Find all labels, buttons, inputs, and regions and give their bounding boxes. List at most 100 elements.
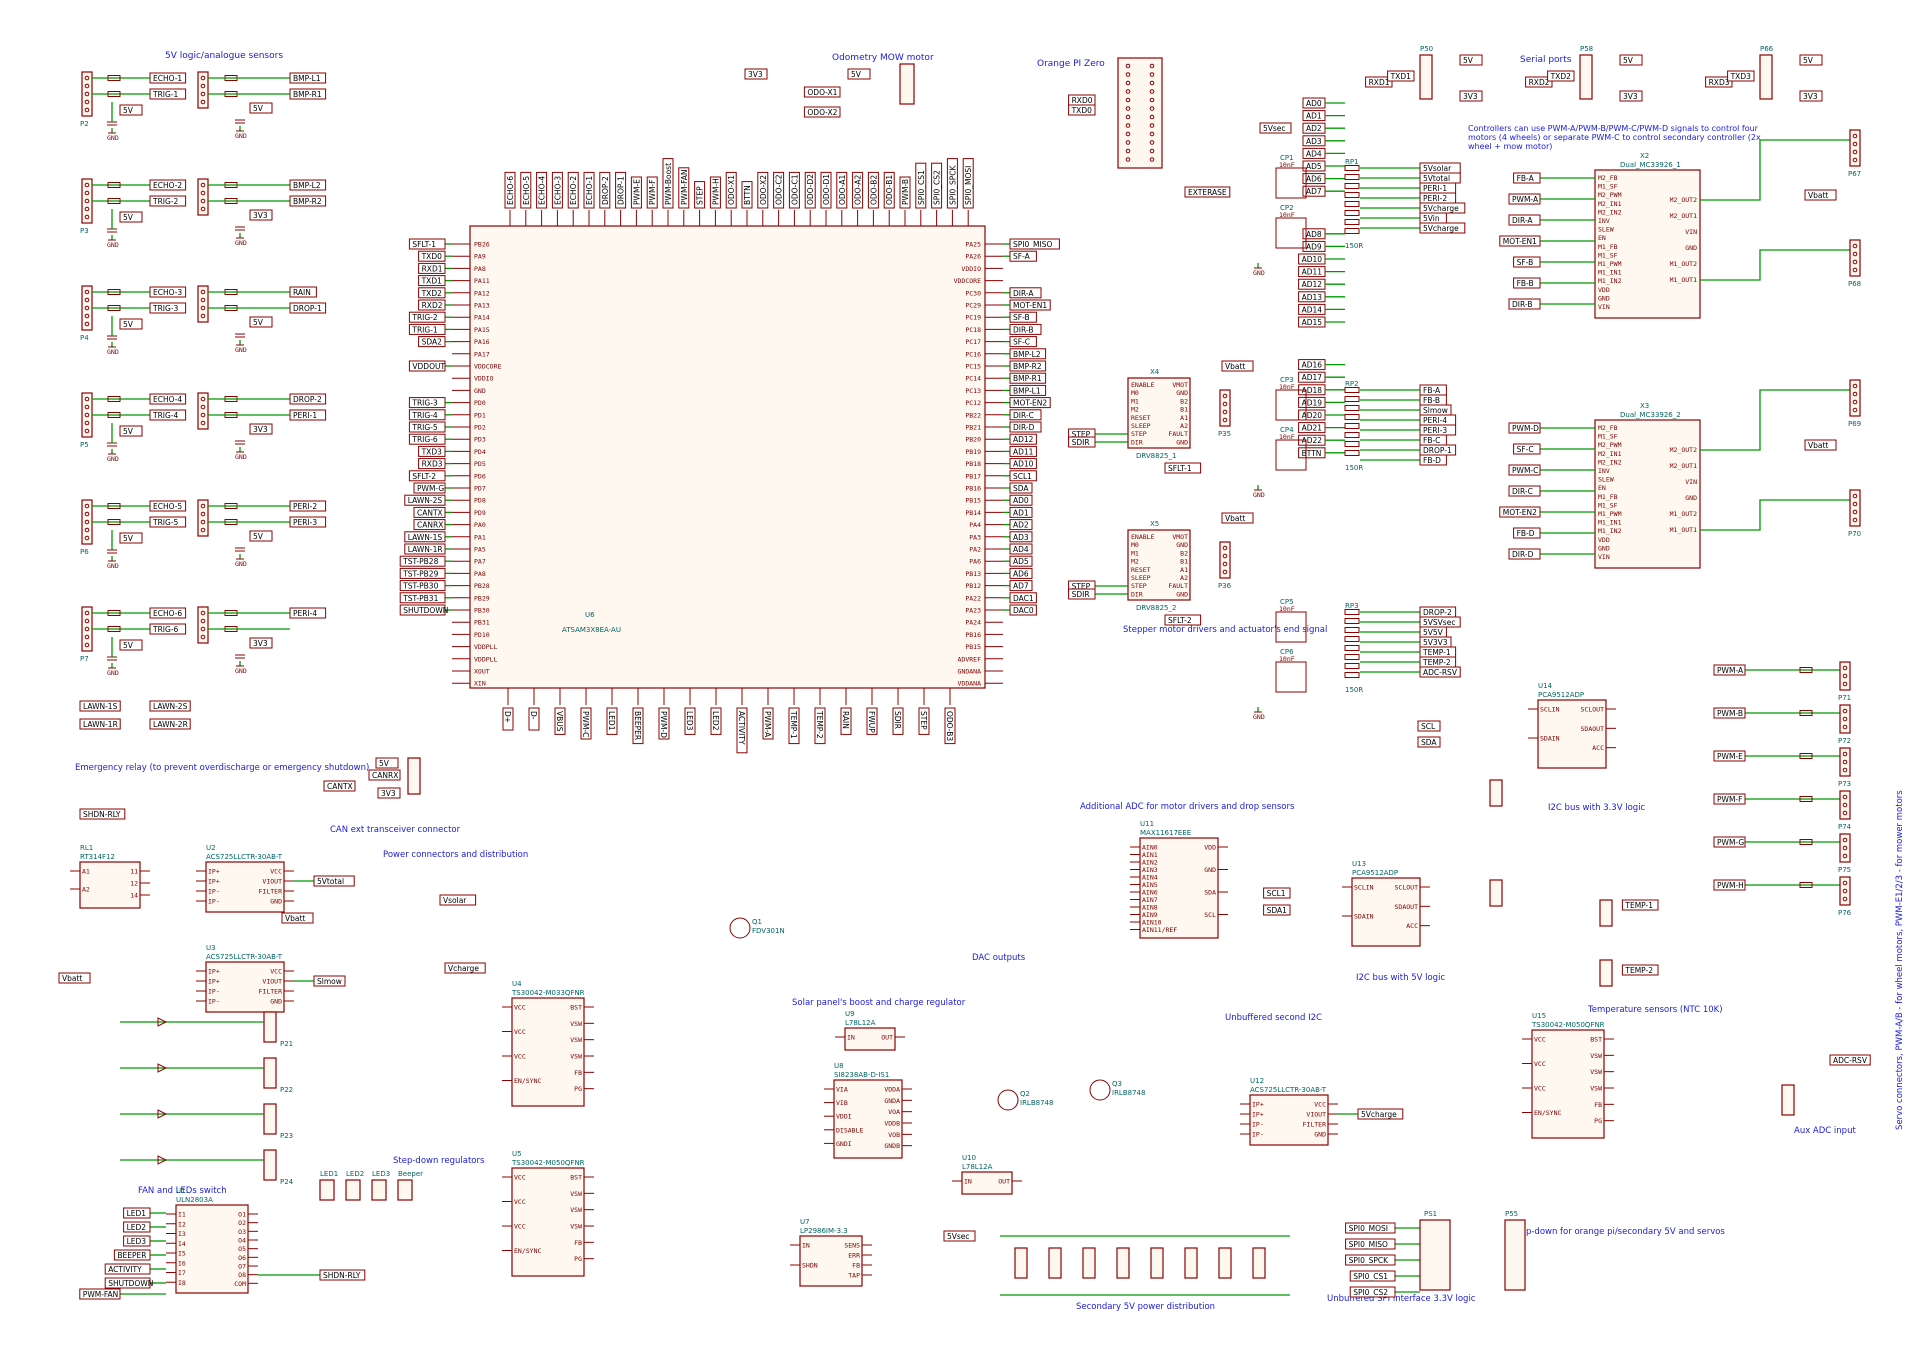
net-label-box <box>249 637 273 649</box>
ic-ref: U4 <box>512 980 522 988</box>
connector-pin <box>84 75 90 81</box>
net-label-box <box>736 707 748 754</box>
transistor-ref: Q2 <box>1020 1090 1030 1098</box>
ic-pin-name: VDDB <box>884 1120 900 1128</box>
net-label-text: AD2 <box>1306 124 1322 133</box>
net-label-text: AD10 <box>1302 255 1323 264</box>
net-label-text: ECHO-1 <box>153 74 182 83</box>
net-label-text: ACTIVITY <box>108 1265 142 1274</box>
serial-net: TXD3 <box>1727 70 1755 82</box>
net-label-text: SPI0_MOSI <box>1349 1224 1388 1233</box>
ic-pin-name: VCC <box>514 1028 526 1036</box>
transistor-value: FDV301N <box>752 927 785 935</box>
net-label-text: SPI0_CS1 <box>917 170 926 205</box>
net-label-text: 5V <box>1463 56 1474 65</box>
ic-value: L78L12A <box>962 1163 993 1171</box>
net-label-box <box>249 423 273 435</box>
motor-driver-ref: X2 <box>1640 152 1649 160</box>
mcu-bottom-net: LED1 <box>606 707 618 735</box>
net-label-text: 5Vcharge <box>1423 224 1459 233</box>
net-label-box <box>1009 470 1037 482</box>
motor-driver-out: M2_OUT1 <box>1670 462 1697 470</box>
net-label-box <box>820 171 832 209</box>
motor-driver-pin: M1_IN1 <box>1598 519 1622 527</box>
net-label-box <box>606 707 618 735</box>
led-connector <box>345 1179 361 1201</box>
net-label-text: 5V3V3 <box>1423 638 1448 647</box>
gnd-label: GND <box>235 560 247 568</box>
mcu-right-pin: PA23 <box>965 607 981 615</box>
power-net: 5V <box>1619 54 1643 66</box>
net-label-text: DIR-B <box>1512 300 1532 309</box>
net-label-text: PWM-B <box>1717 709 1743 718</box>
header-pin <box>1149 97 1155 103</box>
serial-ref: P66 <box>1760 45 1774 53</box>
net-label-text: ECHO-3 <box>153 288 182 297</box>
mcu-right-net: SF-B <box>1009 311 1037 323</box>
mcu-right-pin: PB16 <box>965 631 981 639</box>
connector-body <box>197 499 209 537</box>
net-label-text: TRIG-6 <box>152 625 179 634</box>
net-label-text: 5V <box>253 532 264 541</box>
net-label-text: AD13 <box>1302 293 1323 302</box>
net-label-box <box>883 171 895 209</box>
net-label-text: AD10 <box>1013 460 1034 469</box>
net-label-box <box>149 718 191 730</box>
net-label-box <box>1508 548 1541 560</box>
ic-pin-name: VSW <box>570 1223 582 1231</box>
net-label-box <box>249 530 273 542</box>
net-label-text: AD2 <box>1013 521 1029 530</box>
header-pin <box>1125 89 1131 94</box>
mcu-right-pin: PB21 <box>965 424 981 432</box>
net-label-text: SCL <box>1421 722 1436 731</box>
net-label-text: SDA1 <box>1267 906 1288 915</box>
net-label-box <box>866 707 878 735</box>
net-label-box <box>630 176 642 209</box>
ic-pin-name: 11 <box>130 868 138 876</box>
net-label-text: BMP-L1 <box>293 74 321 83</box>
ic-pin-name: IP+ <box>1252 1101 1264 1109</box>
connector-pin <box>200 289 206 295</box>
mcu-left-pin: PD4 <box>474 448 486 456</box>
net-label-box <box>289 286 317 298</box>
mcu-left-net: TRIG-6 <box>408 433 446 445</box>
ic-body <box>1531 1029 1605 1139</box>
ic-pin-name: IP- <box>208 898 220 906</box>
serial-net: TXD2 <box>1547 70 1575 82</box>
mcu-right-net: AD5 <box>1009 555 1033 567</box>
motor-driver-out: GND <box>1685 244 1697 252</box>
net-label-text: 5V5V <box>1423 628 1444 637</box>
led-connector <box>397 1179 413 1201</box>
connector-pin <box>1852 383 1858 389</box>
net-label-text: AD15 <box>1302 318 1323 327</box>
mcu-left-pin: VDDIO <box>474 375 494 383</box>
net-label-text: AD0 <box>1013 496 1029 505</box>
net-label-text: TRIG-2 <box>152 197 179 206</box>
net-label-text: ODO-X2 <box>759 175 768 205</box>
net-label-box <box>408 397 446 409</box>
mcu-left-pin: PD1 <box>474 411 486 419</box>
net-label: RXD0 <box>1068 94 1096 106</box>
net-label-box <box>1804 189 1837 201</box>
resistor <box>1344 441 1360 447</box>
net-label-box <box>1713 664 1746 676</box>
net-label-text: 5V <box>851 70 862 79</box>
transistor <box>997 1089 1019 1111</box>
net-label-box <box>418 250 446 262</box>
mcu-right-net: BMP-L1 <box>1009 384 1047 396</box>
i2c-connector <box>1599 959 1613 987</box>
net-label-box <box>413 519 446 531</box>
connector-ref: P73 <box>1838 780 1851 788</box>
ic-pin-name: IP- <box>208 998 220 1006</box>
connector: P68 <box>1848 239 1861 288</box>
net-label-text: AD5 <box>1306 162 1322 171</box>
motor-driver-net: MOT-EN2 <box>1499 506 1541 518</box>
ic-value: ULN2803A <box>176 1196 213 1204</box>
net-label-text: DROP-1 <box>1423 446 1452 455</box>
connector-pin <box>1842 759 1848 765</box>
connector-pin <box>1222 545 1228 551</box>
net-label-text: LAWN-2S <box>408 496 443 505</box>
net-label-text: SFLT-1 <box>412 240 436 249</box>
ic-u8: U8SI8238AB-D-IS1VIAVIBVDDIDISABLEGNDIVDD… <box>824 1062 912 1159</box>
